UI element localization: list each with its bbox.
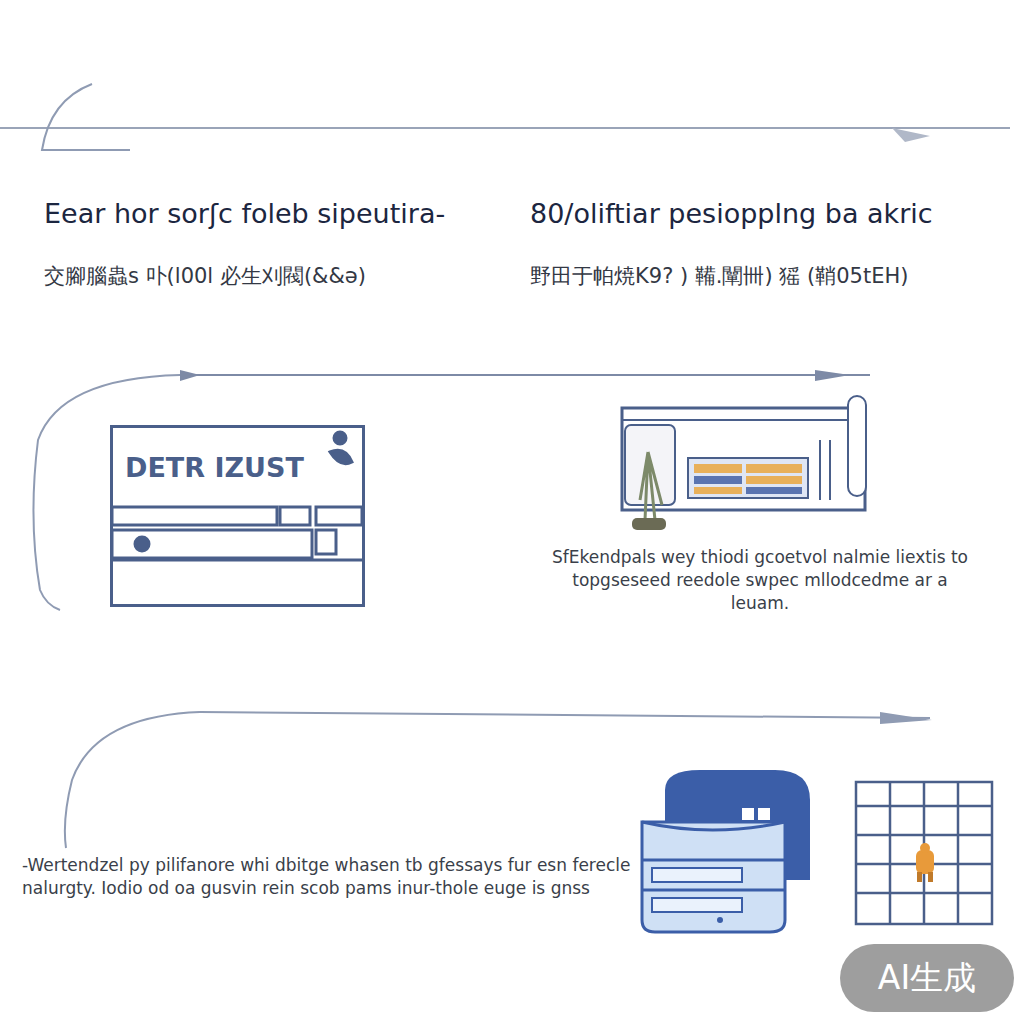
flow-line (200, 712, 930, 718)
description-text: -Wertendzel py pilifanore whi dbitge wha… (22, 854, 632, 900)
form-rows (112, 432, 362, 560)
watermark: AI生成 (840, 944, 1014, 1012)
section-heading: 80/oliftiar pesiopplng ba akric (530, 196, 1010, 232)
flow-line (180, 374, 870, 376)
dashboard-illustration (622, 396, 866, 530)
arrow-head (892, 128, 930, 142)
bracket-curve (33, 375, 180, 610)
box-title: DETR IZUST (113, 428, 362, 483)
database-icon (642, 770, 810, 932)
divider-line (0, 127, 1010, 129)
subheading: 交腳腦蟲s 卟(l00l 必生刈閥(&&ə) (44, 262, 514, 290)
bracket-curve (65, 712, 200, 848)
description-text: SfEkendpals wey thiodi gcoetvol nalmie l… (545, 546, 975, 615)
grid-icon (856, 782, 992, 924)
bracket-curve (42, 84, 130, 150)
subheading: 野田于帕焼K9? ) 鞴.闡卌) 猺 (鞘05tEH) (530, 262, 1010, 290)
watermark-pill (840, 944, 1014, 1012)
section-heading: Eear hor sorʃc foleb sipeutira- (44, 196, 514, 232)
arrow-head (880, 712, 932, 724)
arrow-head (815, 370, 850, 381)
form-box: DETR IZUST (110, 425, 365, 607)
arrow-head (180, 370, 200, 381)
